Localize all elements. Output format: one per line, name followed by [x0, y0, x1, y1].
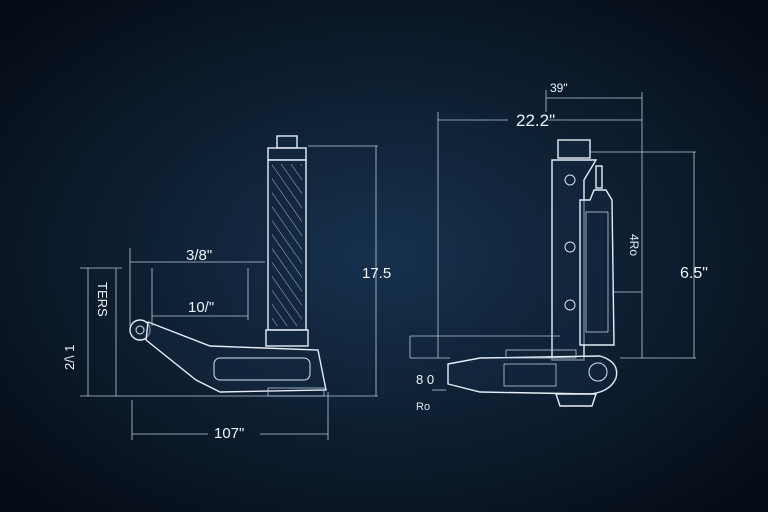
right-column-part — [551, 139, 615, 361]
dim-side-a-label: TERS — [95, 282, 110, 317]
dim-bottom-left-label: 8 0 — [416, 372, 434, 387]
dim-inner-label: 10/" — [188, 299, 214, 316]
dim-inner-rotated-label: 4Ro — [627, 234, 641, 256]
left-dimensions — [80, 145, 378, 440]
right-base-part — [447, 349, 618, 407]
left-arm-part — [129, 319, 327, 397]
dim-bottom-left-sub-label: Ro — [416, 401, 430, 413]
dim-top-small-label: 39" — [550, 81, 568, 95]
dim-side-b-label: 2/\ 1 — [62, 345, 77, 370]
dim-height-label-right: 6.5" — [680, 265, 708, 282]
dim-width-label: 22.2" — [516, 111, 555, 130]
right-dimensions — [409, 90, 696, 391]
left-column-part — [265, 135, 309, 347]
left-view: 3/8" 10/" 17.5 107" TERS 2/\ 1 — [62, 135, 391, 442]
right-view: 39" 22.2" 6.5" 4Ro 8 0 Ro — [409, 81, 708, 413]
dim-top-label: 3/8" — [186, 247, 212, 264]
dim-height-label: 17.5 — [362, 265, 391, 282]
dim-base-label: 107" — [214, 425, 244, 442]
